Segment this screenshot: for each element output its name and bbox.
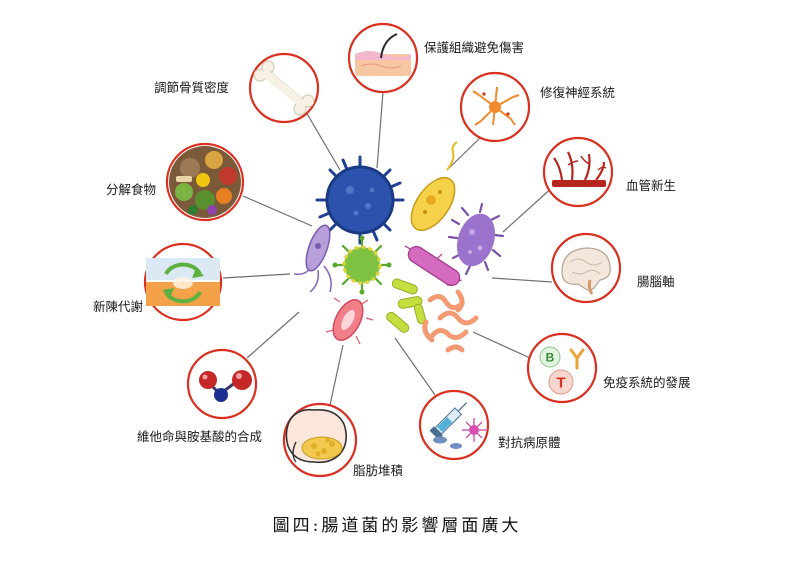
node-pathogen <box>418 389 490 461</box>
connector-bone <box>305 111 341 171</box>
label-metabolism: 新陳代謝 <box>93 299 144 314</box>
microbe-cluster <box>293 141 505 353</box>
label-bone: 調節骨質密度 <box>154 80 230 95</box>
label-vessel: 血管新生 <box>626 178 677 193</box>
node-nerve <box>459 71 531 143</box>
violet-flagellate-icon <box>293 224 332 293</box>
metabolism-cycle-icon <box>146 258 220 306</box>
brain-icon <box>561 247 611 295</box>
b-cell-letter: B <box>546 351 555 365</box>
label-pathogen: 對抗病原體 <box>498 435 561 450</box>
label-skin: 保護組織避免傷害 <box>424 40 525 55</box>
connector-pathogen <box>394 337 436 396</box>
node-immune: B T <box>526 332 598 404</box>
node-food <box>165 142 245 222</box>
b-t-cell-antibody-icon: B T <box>539 346 585 395</box>
connector-lines <box>222 91 556 406</box>
blood-vessel-icon <box>552 151 607 187</box>
label-immune: 免疫系統的發展 <box>603 375 691 390</box>
node-skin <box>347 22 419 94</box>
connector-food <box>242 195 313 227</box>
node-brain <box>550 232 622 304</box>
node-metabolism <box>143 242 223 322</box>
purple-bacterium-icon <box>447 202 505 276</box>
label-food: 分解食物 <box>106 182 157 197</box>
label-vitamin: 維他命與胺基酸的合成 <box>137 429 263 444</box>
red-bacterium-icon <box>325 297 374 345</box>
node-vitamin <box>186 348 258 420</box>
label-brain: 腸腦軸 <box>637 274 675 289</box>
figure-caption: 圖四:腸道菌的影響層面廣大 <box>272 516 522 536</box>
connector-immune <box>472 331 531 359</box>
magenta-bacillus-icon <box>404 245 463 287</box>
connector-vitamin <box>246 311 300 359</box>
node-vessel <box>542 136 614 208</box>
skin-hair-icon <box>355 33 411 76</box>
bone-icon <box>253 60 315 116</box>
yellow-protozoa-icon <box>410 141 458 231</box>
connector-skin <box>376 91 384 169</box>
connector-nerve <box>446 137 481 171</box>
label-nerve: 修復神經系統 <box>540 85 616 100</box>
green-rod-bacteria-icon <box>386 278 427 333</box>
t-cell-letter: T <box>556 375 565 392</box>
molecule-icon <box>199 370 252 402</box>
food-pile-icon <box>169 146 241 218</box>
label-fat: 脂肪堆積 <box>353 463 404 478</box>
connector-fat <box>329 344 344 406</box>
node-fat <box>282 402 358 478</box>
connector-metabolism <box>222 273 291 279</box>
belly-fat-icon <box>285 408 348 464</box>
node-bone <box>248 52 320 124</box>
connector-brain <box>491 277 553 283</box>
blue-virus-icon <box>315 155 405 245</box>
green-virus-icon <box>332 235 392 295</box>
orange-spirochete-icon <box>422 289 479 353</box>
syringe-pathogen-icon <box>429 402 486 449</box>
connector-vessel <box>502 184 556 233</box>
neuron-icon <box>472 86 520 126</box>
